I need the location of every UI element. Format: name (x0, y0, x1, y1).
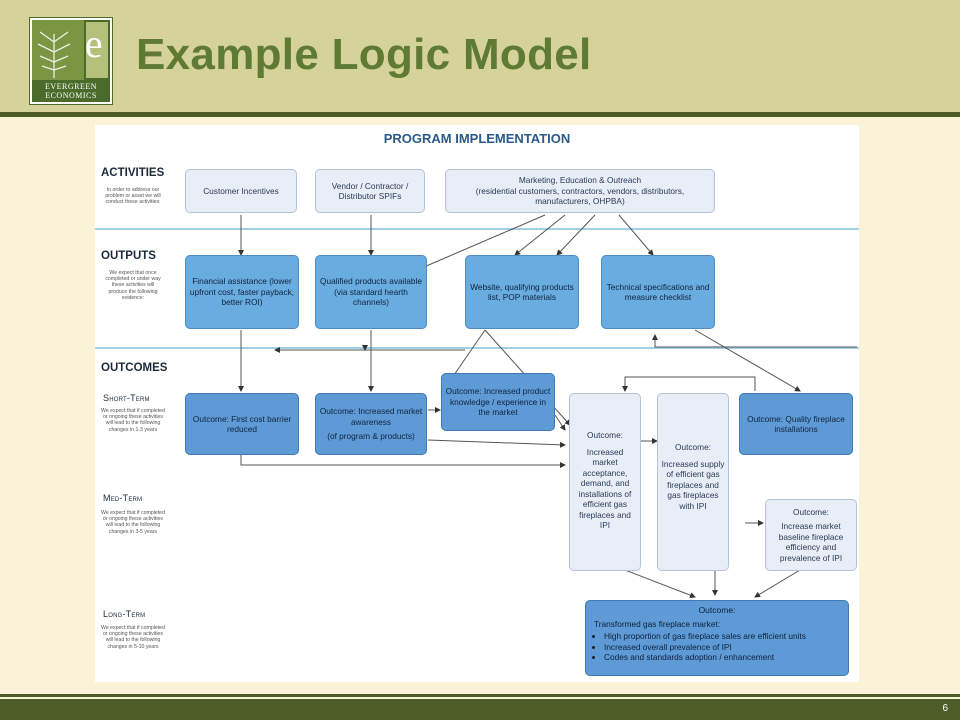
med-term-label: Med-Term (103, 493, 143, 503)
output-financial-assistance: Financial assistance (lower upfront cost… (185, 255, 299, 329)
outcome-product-knowledge: Outcome: Increased product knowledge / e… (441, 373, 555, 431)
short-term-description: We expect that if completed or ongoing t… (101, 408, 165, 433)
activity-customer-incentives: Customer Incentives (185, 169, 297, 213)
activity-marketing-outreach: Marketing, Education & Outreach (residen… (445, 169, 715, 213)
logo-text-economics: ECONOMICS (45, 91, 97, 100)
outputs-description: We expect that once completed or under w… (105, 270, 161, 301)
tree-logo-icon (32, 20, 110, 102)
activity-vendor-spifs: Vendor / Contractor / Distributor SPIFs (315, 169, 425, 213)
footer-band (0, 699, 960, 720)
med-term-description: We expect that if completed or ongoing t… (101, 510, 165, 535)
outcome-quality-installations: Outcome: Quality fireplace installations (739, 393, 853, 455)
outcome-transformed-subtitle: Transformed gas fireplace market: (594, 618, 721, 629)
outcome-transformed-bullet: Increased overall prevalence of IPI (604, 642, 840, 653)
logo-letter: e (84, 21, 104, 66)
outcome-increased-supply: Outcome: Increased supply of efficient g… (657, 393, 729, 571)
outcome-baseline-efficiency: Outcome: Increase market baseline firepl… (765, 499, 857, 571)
outcome-increased-supply-title: Outcome: (675, 442, 711, 452)
outcome-market-awareness-title: Outcome: Increased market awareness (319, 406, 423, 427)
outcome-baseline-efficiency-title: Outcome: (793, 506, 829, 517)
separator-outputs-outcomes (95, 347, 859, 349)
logic-model-diagram: PROGRAM IMPLEMENTATION ACTIVITIES In ord… (95, 125, 859, 682)
outcome-baseline-efficiency-body: Increase market baseline fireplace effic… (778, 521, 844, 563)
output-technical-specs: Technical specifications and measure che… (601, 255, 715, 329)
footer-line (0, 694, 960, 697)
slide-title: Example Logic Model (136, 30, 592, 79)
outcomes-label: OUTCOMES (101, 362, 168, 374)
logo-text-evergreen: EVERGREEN (44, 82, 98, 91)
header-divider (0, 112, 960, 117)
output-qualified-products: Qualified products available (via standa… (315, 255, 427, 329)
outputs-label: OUTPUTS (101, 250, 156, 262)
outcome-market-awareness: Outcome: Increased market awareness (of … (315, 393, 427, 455)
outcome-transformed-market: Outcome: Transformed gas fireplace marke… (585, 600, 849, 676)
activities-label: ACTIVITIES (101, 167, 165, 179)
outcome-transformed-bullet: Codes and standards adoption / enhanceme… (604, 652, 840, 663)
page-number: 6 (942, 703, 948, 714)
outcome-transformed-list: High proportion of gas fireplace sales a… (594, 631, 840, 663)
outcome-first-cost-barrier: Outcome: First cost barrier reduced (185, 393, 299, 455)
outcome-market-acceptance: Outcome: Increased market acceptance, de… (569, 393, 641, 571)
output-website-materials: Website, qualifying products list, POP m… (465, 255, 579, 329)
long-term-description: We expect that if completed or ongoing t… (101, 625, 165, 650)
outcome-market-acceptance-body: Increased market acceptance, demand, and… (578, 446, 632, 531)
separator-activities-outputs (95, 228, 859, 230)
activities-description: In order to address our problem or asset… (105, 187, 161, 206)
outcome-transformed-title: Outcome: (698, 605, 736, 615)
outcome-transformed-bullet: High proportion of gas fireplace sales a… (604, 631, 840, 642)
header-band (0, 0, 960, 112)
outcome-market-acceptance-title: Outcome: (587, 430, 623, 440)
program-implementation-heading: PROGRAM IMPLEMENTATION (383, 131, 571, 146)
outcome-market-awareness-detail: (of program & products) (327, 431, 415, 442)
evergreen-logo: e EVERGREEN ECONOMICS (30, 18, 112, 104)
outcome-increased-supply-body: Increased supply of efficient gas firepl… (661, 458, 725, 511)
short-term-label: Short-Term (103, 393, 150, 403)
activity-marketing-detail: (residential customers, contractors, ven… (475, 185, 685, 207)
activity-marketing-title: Marketing, Education & Outreach (518, 175, 642, 186)
long-term-label: Long-Term (103, 609, 146, 619)
